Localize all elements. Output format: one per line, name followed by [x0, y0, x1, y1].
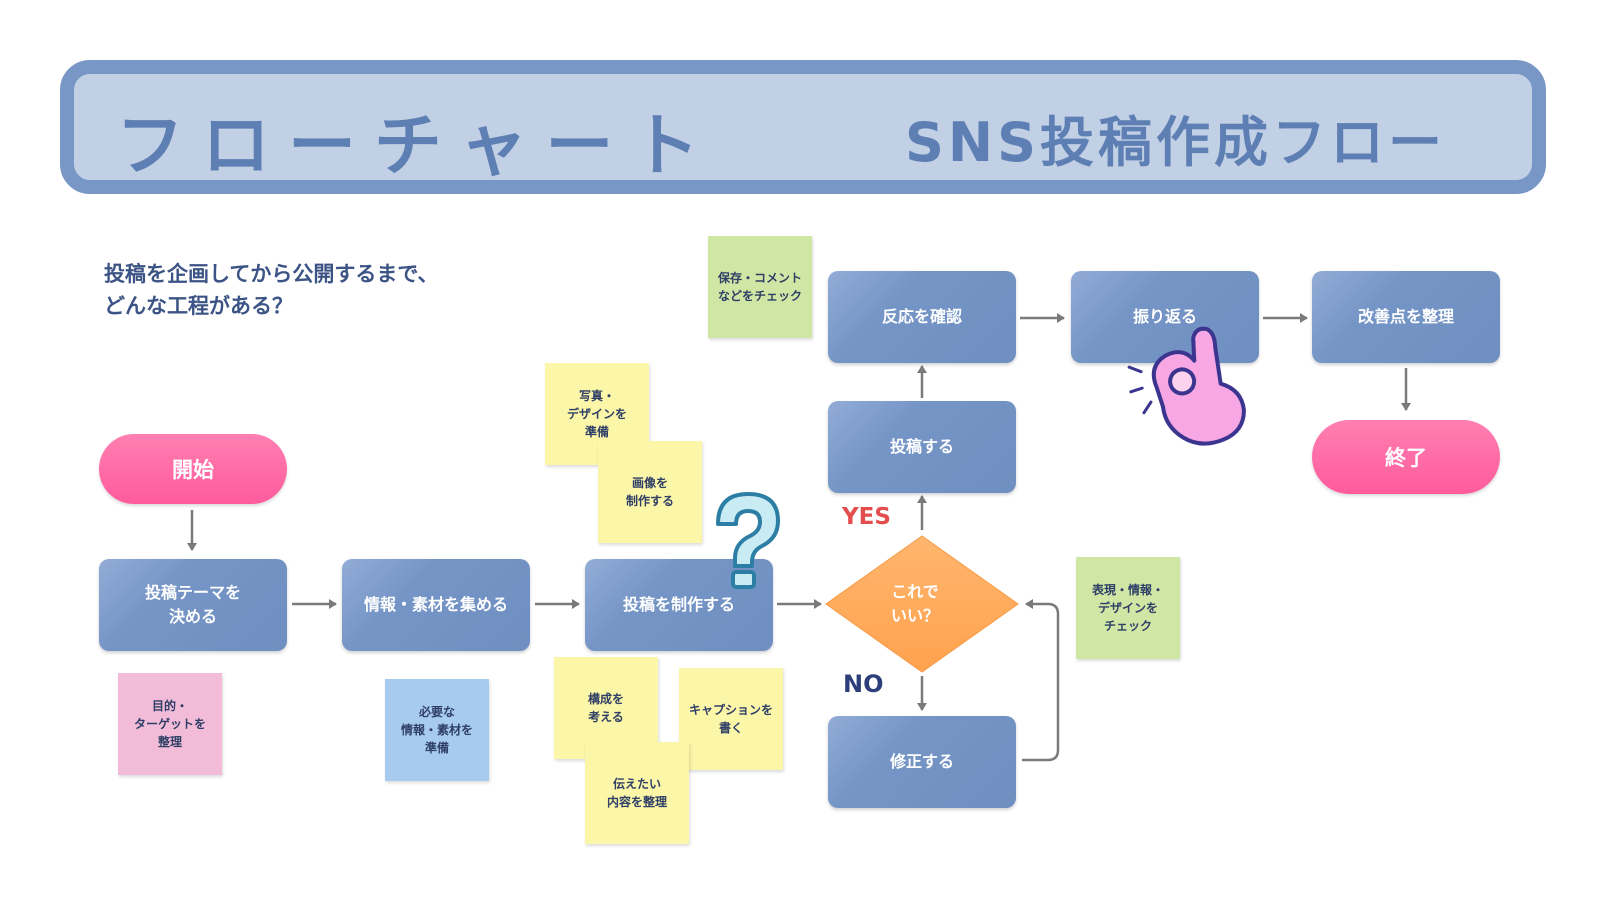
note-organize-message: 伝えたい 内容を整理 — [585, 742, 689, 844]
decision-diamond — [825, 535, 1019, 673]
end-terminal: 終了 — [1312, 420, 1500, 494]
decision-label: これで いい？ — [890, 582, 939, 625]
title-banner: フローチャート SNS投稿作成フロー — [60, 60, 1546, 194]
intro-line-1: 投稿を企画してから公開するまで、 — [104, 262, 439, 286]
note-prepare-photos-text: 写真・ デザインを 準備 — [566, 389, 627, 439]
check-reaction-label: 反応を確認 — [881, 307, 962, 326]
gather-info-label: 情報・素材を集める — [363, 595, 508, 614]
reflect-box: 振り返る — [1071, 271, 1259, 363]
organize-improvements-label: 改善点を整理 — [1357, 307, 1454, 326]
decide-theme-box: 投稿テーマを 決める — [99, 559, 287, 651]
note-purpose-target-text: 目的・ ターゲットを 整理 — [133, 699, 206, 749]
reflect-label: 振り返る — [1132, 307, 1197, 326]
note-think-structure-text: 構成を 考える — [587, 692, 624, 724]
note-check-expression: 表現・情報・ デザインを チェック — [1076, 557, 1180, 659]
note-write-caption-text: キャプションを 書く — [688, 703, 773, 735]
note-purpose-target: 目的・ ターゲットを 整理 — [118, 673, 222, 775]
note-check-saves: 保存・コメント などをチェック — [708, 236, 812, 338]
no-branch-label: NO — [843, 670, 884, 698]
create-post-box: 投稿を制作する — [585, 559, 773, 651]
intro-question: 投稿を企画してから公開するまで、 どんな工程がある？ — [104, 258, 439, 322]
intro-line-2: どんな工程がある？ — [104, 294, 293, 318]
note-write-caption: キャプションを 書く — [679, 668, 783, 770]
gather-info-box: 情報・素材を集める — [342, 559, 530, 651]
fix-label: 修正する — [889, 752, 954, 771]
flowchart-title: フローチャート — [116, 107, 718, 186]
yes-branch-label: YES — [842, 504, 891, 530]
note-organize-message-text: 伝えたい 内容を整理 — [606, 777, 667, 809]
note-needed-materials: 必要な 情報・素材を 準備 — [385, 679, 489, 781]
decide-theme-label: 投稿テーマを 決める — [144, 583, 241, 626]
start-terminal: 開始 — [99, 434, 287, 504]
fix-box: 修正する — [828, 716, 1016, 808]
note-needed-materials-text: 必要な 情報・素材を 準備 — [400, 705, 473, 755]
publish-label: 投稿する — [889, 437, 954, 456]
flow-subtitle: SNS投稿作成フロー — [905, 111, 1446, 174]
create-post-label: 投稿を制作する — [622, 595, 735, 614]
note-check-expression-text: 表現・情報・ デザインを チェック — [1091, 583, 1164, 633]
publish-box: 投稿する — [828, 401, 1016, 493]
note-make-images-text: 画像を 制作する — [625, 476, 674, 508]
check-reaction-box: 反応を確認 — [828, 271, 1016, 363]
note-make-images: 画像を 制作する — [598, 441, 702, 543]
arrow-fix-back-to-decision — [1022, 599, 1060, 762]
note-check-saves-text: 保存・コメント などをチェック — [717, 271, 802, 303]
organize-improvements-box: 改善点を整理 — [1312, 271, 1500, 363]
